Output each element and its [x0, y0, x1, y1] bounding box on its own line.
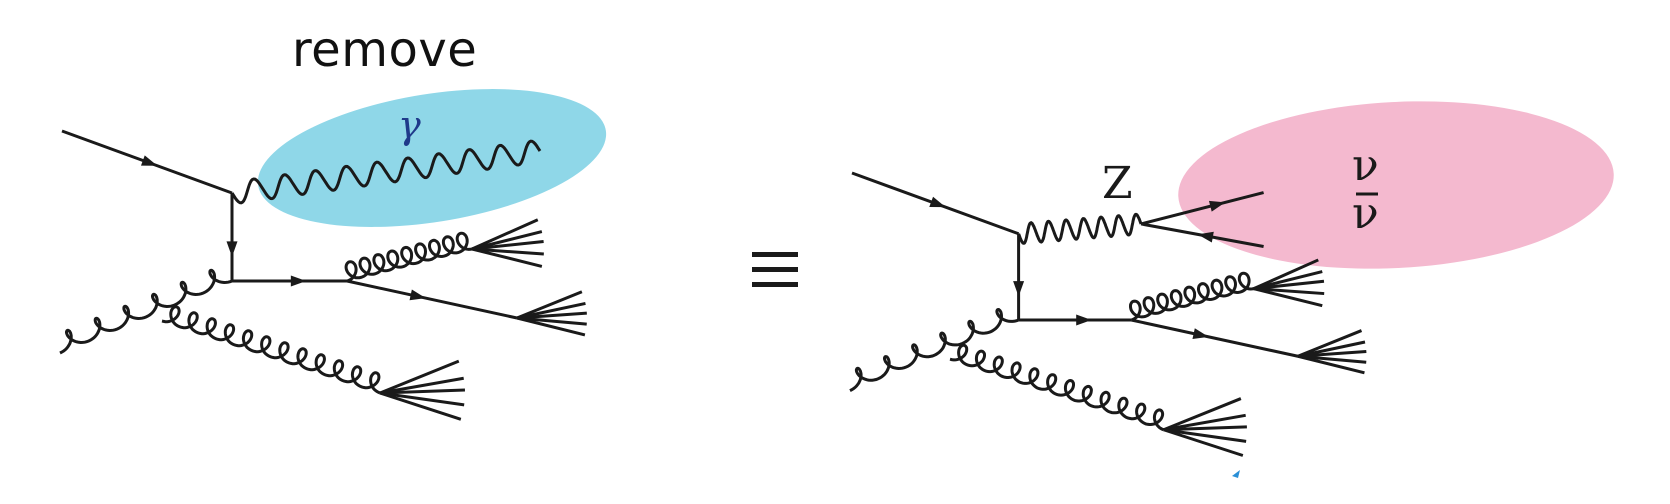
right-jet-line: [1163, 428, 1244, 457]
left-jet-line: [379, 388, 466, 395]
left-outgoing-arrow: [409, 289, 426, 301]
left-propagator-arrow: [226, 241, 238, 257]
left-jet-line: [379, 391, 465, 407]
neutrino-highlight-ellipse: [1178, 101, 1614, 269]
left-jet-line: [516, 316, 586, 337]
right-antineutrino-arrow: [1197, 231, 1214, 243]
left-outgoing-quark: [346, 279, 518, 320]
right-feynman-diagram: Z ν ν: [849, 101, 1614, 457]
left-jet-line: [471, 218, 539, 251]
left-jet-line: [516, 301, 586, 320]
left-photon-line: [230, 139, 542, 205]
left-jet-line: [471, 247, 543, 268]
z-boson-symbol: Z: [1102, 158, 1133, 209]
left-jet-line: [379, 391, 462, 421]
right-gluon-incoming: [849, 307, 1020, 392]
right-jet-line: [1297, 329, 1363, 358]
right-jet-line: [1297, 354, 1365, 375]
right-neutrino-line: [1140, 191, 1264, 226]
left-quark-arrow: [290, 275, 307, 287]
left-jet-line: [516, 316, 587, 326]
right-quark-arrow: [1076, 314, 1092, 326]
left-jet-line: [471, 239, 544, 251]
right-jet-line: [1253, 287, 1325, 296]
left-gluon-lower: [161, 305, 381, 395]
antineutrino-symbol: ν: [1352, 188, 1379, 239]
right-jet-line: [1253, 287, 1323, 308]
right-incoming-arrow: [929, 196, 946, 208]
left-jet-line: [471, 247, 544, 256]
right-jet-line: [1163, 428, 1247, 443]
right-neutrino-arrow: [1208, 200, 1226, 212]
right-jet-line: [1253, 258, 1319, 291]
neutrino-symbol: ν: [1352, 140, 1379, 191]
photon-symbol: γ: [398, 103, 421, 147]
right-outgoing-quark: [1130, 318, 1299, 358]
right-jet-line: [1297, 349, 1367, 358]
right-jet-line: [1253, 279, 1325, 291]
right-jet-line: [1297, 354, 1367, 364]
left-gluon-upper: [344, 231, 473, 283]
right-outgoing-arrow: [1192, 328, 1209, 339]
right-z-line: [1017, 212, 1143, 245]
left-incoming-arrow: [140, 155, 158, 166]
right-gluon-upper: [1129, 271, 1255, 322]
equivalence-symbol: [752, 252, 798, 288]
right-propagator-arrow: [1013, 281, 1025, 297]
left-gluon-incoming: [59, 268, 233, 355]
left-feynman-diagram: γ: [59, 89, 607, 421]
right-jet-line: [1253, 270, 1323, 291]
remove-label: remove: [292, 22, 478, 78]
photon-highlight-ellipse: [257, 89, 607, 227]
left-jet-line: [471, 230, 543, 251]
right-gluon-lower: [949, 343, 1165, 432]
left-jet-line: [516, 290, 583, 320]
left-jet-line: [379, 376, 464, 395]
stray-mark: [1232, 470, 1240, 478]
left-jet-line: [379, 359, 460, 395]
right-jet-line: [1163, 425, 1247, 432]
right-jet-line: [1297, 340, 1366, 358]
right-jet-line: [1163, 397, 1242, 432]
left-jet-line: [516, 311, 587, 320]
right-jet-line: [1163, 413, 1246, 432]
